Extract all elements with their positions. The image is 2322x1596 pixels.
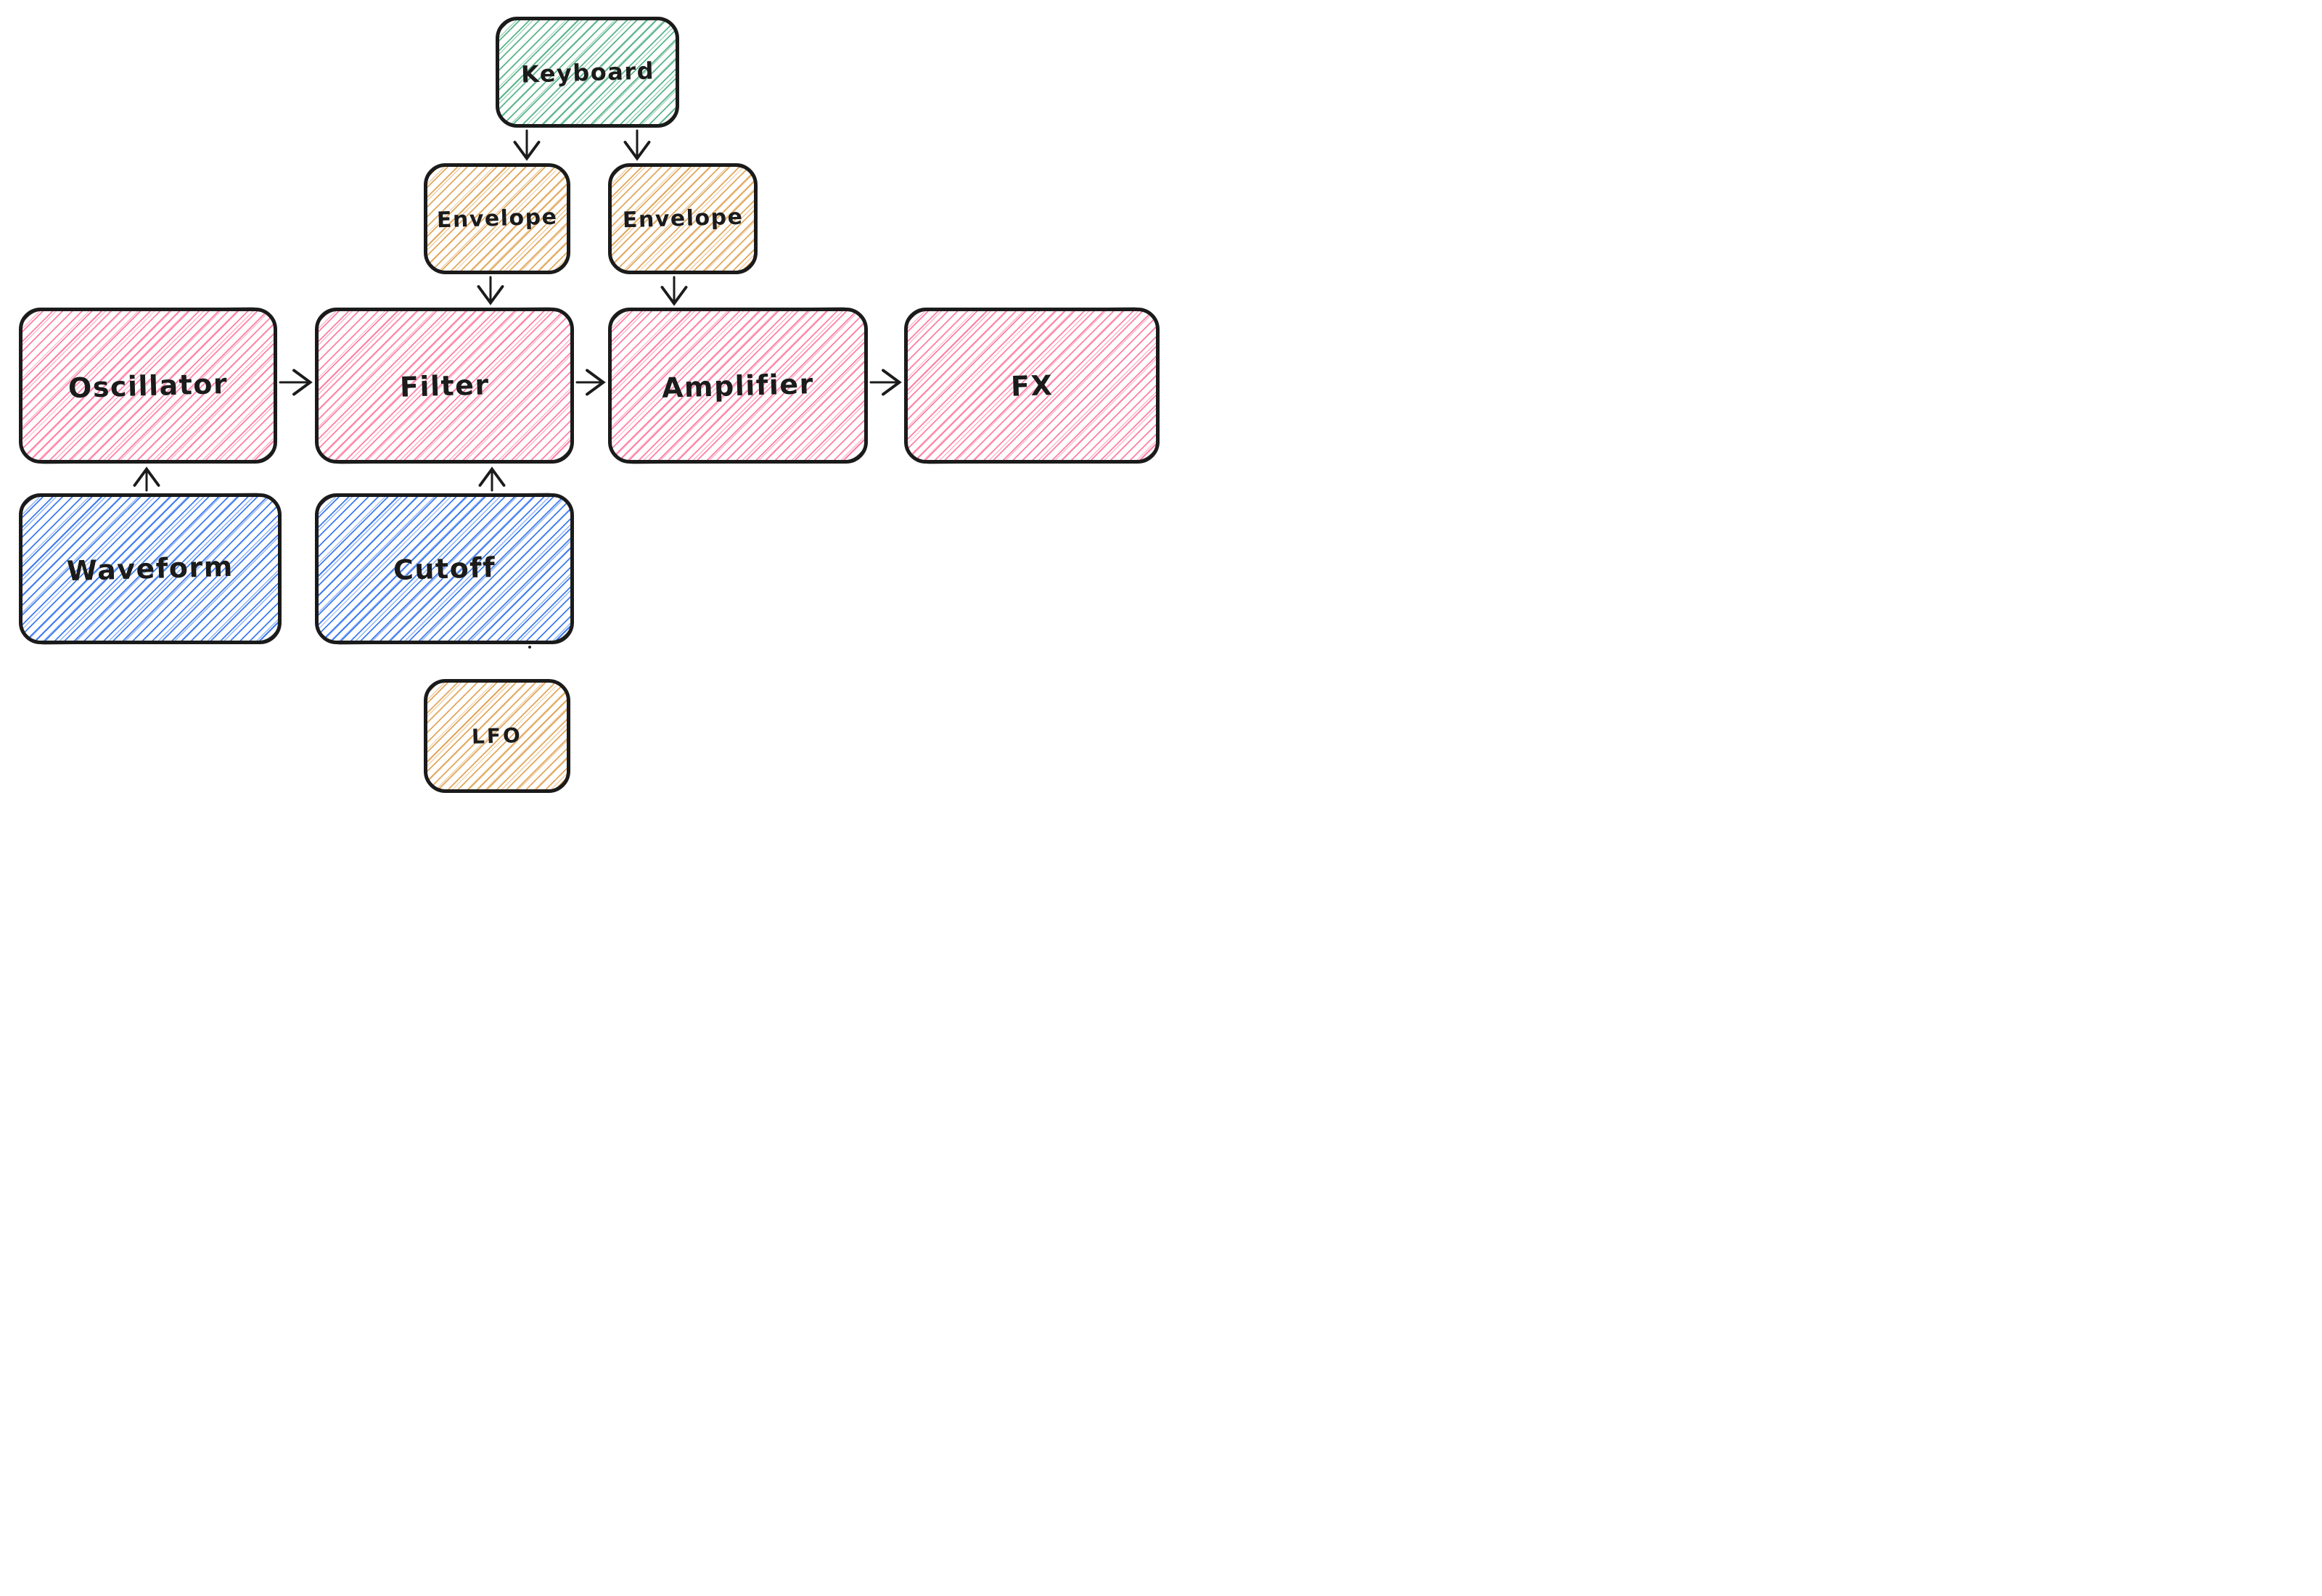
node-envelope-1-label: Envelope: [436, 204, 558, 234]
node-filter-label: Filter: [399, 368, 490, 403]
flowchart-canvas: Keyboard Envelope Envelope Oscillator Fi…: [0, 0, 1161, 798]
node-keyboard: Keyboard: [496, 17, 679, 128]
node-fx: FX: [904, 308, 1160, 464]
node-filter: Filter: [315, 308, 574, 464]
node-oscillator: Oscillator: [19, 308, 277, 464]
node-lfo: LFO: [424, 679, 570, 793]
node-envelope-2-label: Envelope: [622, 204, 744, 234]
node-fx-label: FX: [1010, 369, 1054, 403]
node-waveform: Waveform: [19, 493, 282, 644]
node-envelope-2: Envelope: [608, 163, 758, 274]
node-oscillator-label: Oscillator: [67, 367, 229, 404]
node-keyboard-label: Keyboard: [520, 56, 655, 89]
node-cutoff-label: Cutoff: [393, 551, 496, 586]
node-cutoff: Cutoff: [315, 493, 574, 644]
node-amplifier: Amplifier: [608, 308, 868, 464]
node-amplifier-label: Amplifier: [661, 367, 815, 404]
node-waveform-label: Waveform: [66, 550, 234, 588]
node-envelope-1: Envelope: [424, 163, 570, 274]
node-lfo-label: LFO: [471, 723, 523, 749]
stray-ink-dot: [528, 646, 531, 649]
